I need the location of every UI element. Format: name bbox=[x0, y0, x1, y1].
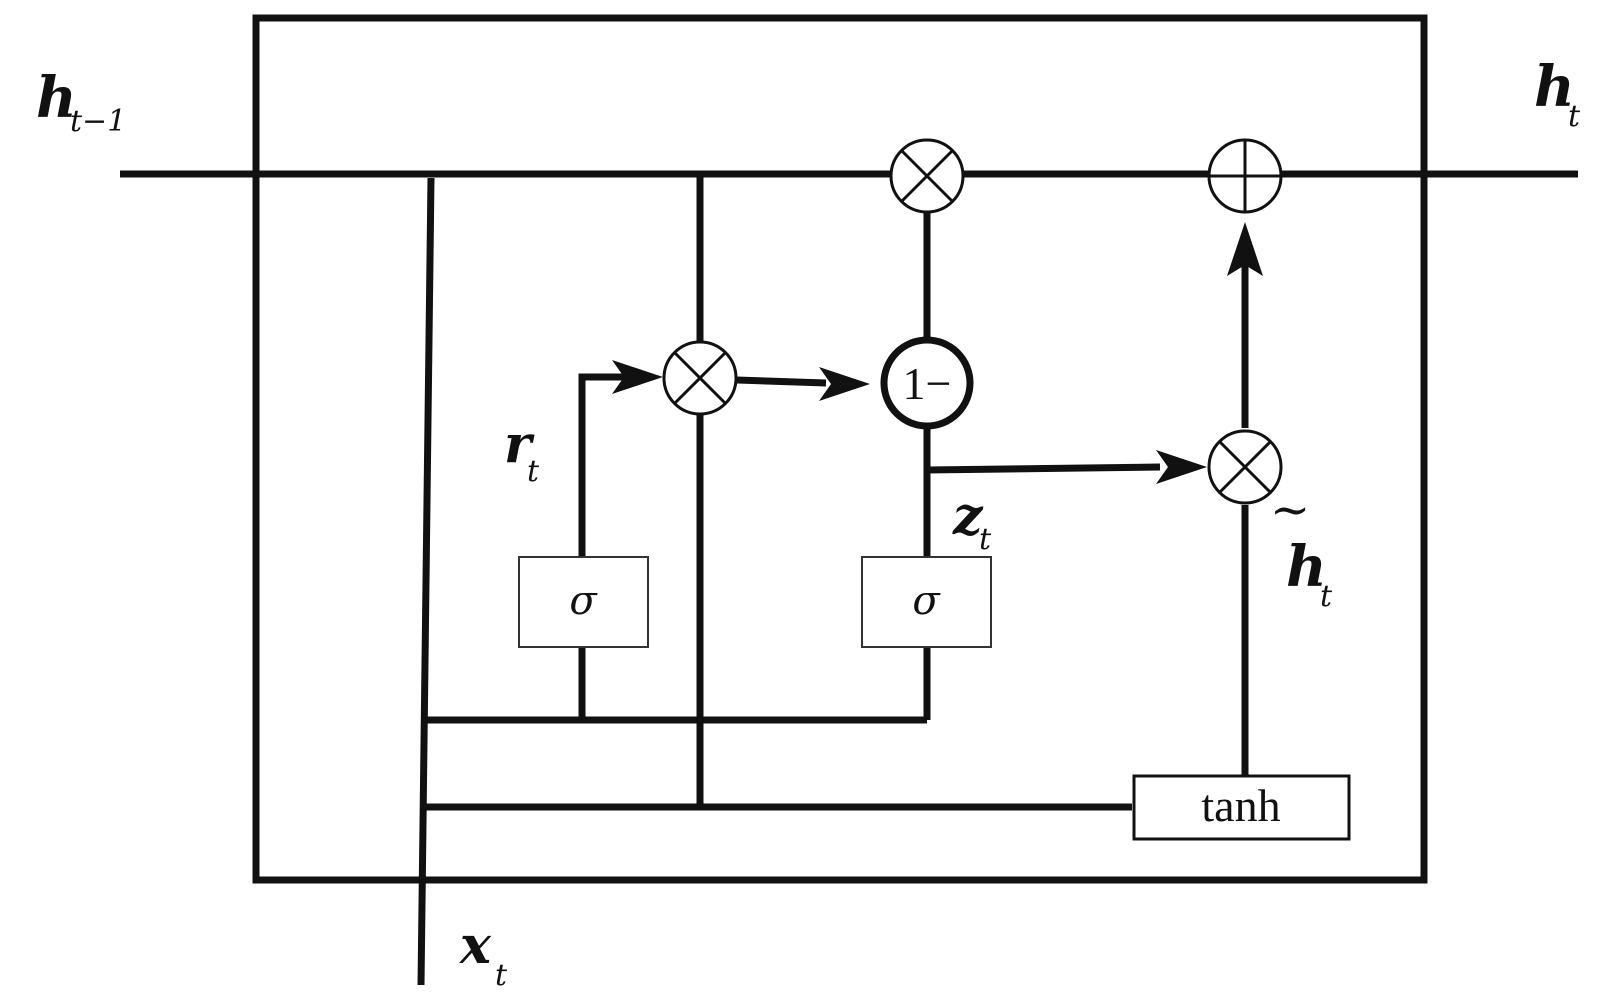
reset-mult-arrowhead bbox=[819, 367, 870, 401]
label-h-out-main: h bbox=[1534, 54, 1575, 120]
reset-gate-arrow bbox=[578, 373, 627, 557]
add-node bbox=[1207, 138, 1283, 214]
label-h-out-sub: t bbox=[1568, 99, 1581, 134]
reset-arrowhead bbox=[612, 360, 663, 394]
label-x-in: x t bbox=[459, 915, 508, 993]
input-line bbox=[417, 177, 435, 986]
multiply-candidate-node bbox=[1207, 429, 1283, 505]
tanh-block: tanh bbox=[1132, 774, 1351, 841]
multiply-reset-node bbox=[662, 340, 738, 416]
label-z-main: z bbox=[952, 486, 984, 547]
label-z-gate: z t bbox=[952, 486, 992, 557]
one-minus-label: 1− bbox=[903, 358, 952, 409]
multiply-top-node bbox=[889, 138, 965, 214]
label-r-main: r bbox=[504, 414, 535, 475]
add-arrowhead bbox=[1227, 222, 1263, 276]
tanh-label: tanh bbox=[1201, 780, 1280, 831]
label-h-candidate: ~ h t bbox=[1270, 482, 1333, 614]
label-x-sub: t bbox=[495, 958, 508, 993]
label-z-sub: t bbox=[979, 522, 992, 557]
label-r-gate: r t bbox=[504, 414, 540, 489]
label-r-sub: t bbox=[527, 454, 540, 489]
sigma-update-block: σ bbox=[861, 556, 992, 648]
one-minus-node: 1− bbox=[880, 336, 974, 430]
z-arrowhead bbox=[1156, 450, 1207, 484]
label-h-candidate-main: h bbox=[1286, 534, 1327, 600]
sigma-reset-block: σ bbox=[518, 556, 649, 648]
label-h-prev: h t−1 bbox=[36, 65, 126, 139]
z-to-cand-mult bbox=[926, 463, 1161, 474]
label-x-main: x bbox=[459, 915, 492, 976]
reset-mult-out bbox=[736, 376, 827, 387]
label-h-prev-main: h bbox=[36, 65, 77, 131]
cell-boundary bbox=[252, 14, 1428, 884]
label-h-candidate-accent: ~ bbox=[1270, 482, 1310, 538]
label-h-prev-sub: t−1 bbox=[70, 104, 126, 139]
sigma-reset-label: σ bbox=[569, 578, 598, 624]
label-h-out: h t bbox=[1534, 54, 1581, 134]
sigma-update-label: σ bbox=[912, 578, 941, 624]
label-h-candidate-sub: t bbox=[1320, 579, 1333, 614]
